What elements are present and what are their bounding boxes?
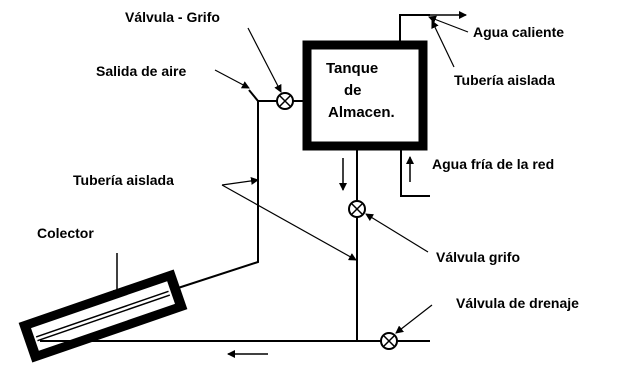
label-tanque-line1: Tanque — [326, 60, 378, 77]
valve-grifo-mid-icon — [348, 200, 366, 218]
label-tuberia-aislada-right: Tubería aislada — [454, 72, 555, 88]
label-agua-caliente: Agua caliente — [473, 24, 564, 40]
hot-pipe-collector-to-valve — [177, 100, 277, 289]
tank-to-drain-pipe — [356, 216, 381, 342]
leader-valvula-grifo-mid — [365, 213, 429, 253]
label-valvula-drenaje: Válvula de drenaje — [456, 295, 579, 311]
leader-tuberia-aislada-right — [431, 20, 455, 68]
solar-collector — [18, 269, 188, 363]
leader-tuberia-aislada-left-a — [221, 177, 259, 186]
label-valvula-grifo-mid: Válvula grifo — [436, 249, 520, 265]
label-salida-de-aire: Salida de aire — [96, 63, 186, 79]
label-colector: Colector — [37, 225, 94, 241]
storage-tank — [302, 40, 428, 151]
leader-tuberia-aislada-left-b — [221, 184, 357, 261]
label-agua-fria: Agua fría de la red — [432, 156, 554, 172]
valve-drain-icon — [380, 332, 398, 350]
leader-valvula-grifo-top — [247, 27, 282, 93]
leader-salida-de-aire — [214, 69, 250, 89]
leader-agua-caliente — [428, 15, 469, 33]
hot-water-out-pipe — [399, 14, 430, 41]
label-tuberia-aislada-left: Tubería aislada — [73, 172, 174, 188]
leader-valvula-drenaje — [395, 304, 433, 334]
air-vent-pipe — [248, 89, 259, 102]
cold-mains-pipe — [400, 146, 430, 197]
label-tanque-line2: de — [344, 82, 362, 99]
valve-grifo-top-icon — [276, 92, 294, 110]
label-valvula-grifo-top: Válvula - Grifo — [125, 9, 220, 25]
label-tanque-line3: Almacen. — [328, 104, 395, 121]
